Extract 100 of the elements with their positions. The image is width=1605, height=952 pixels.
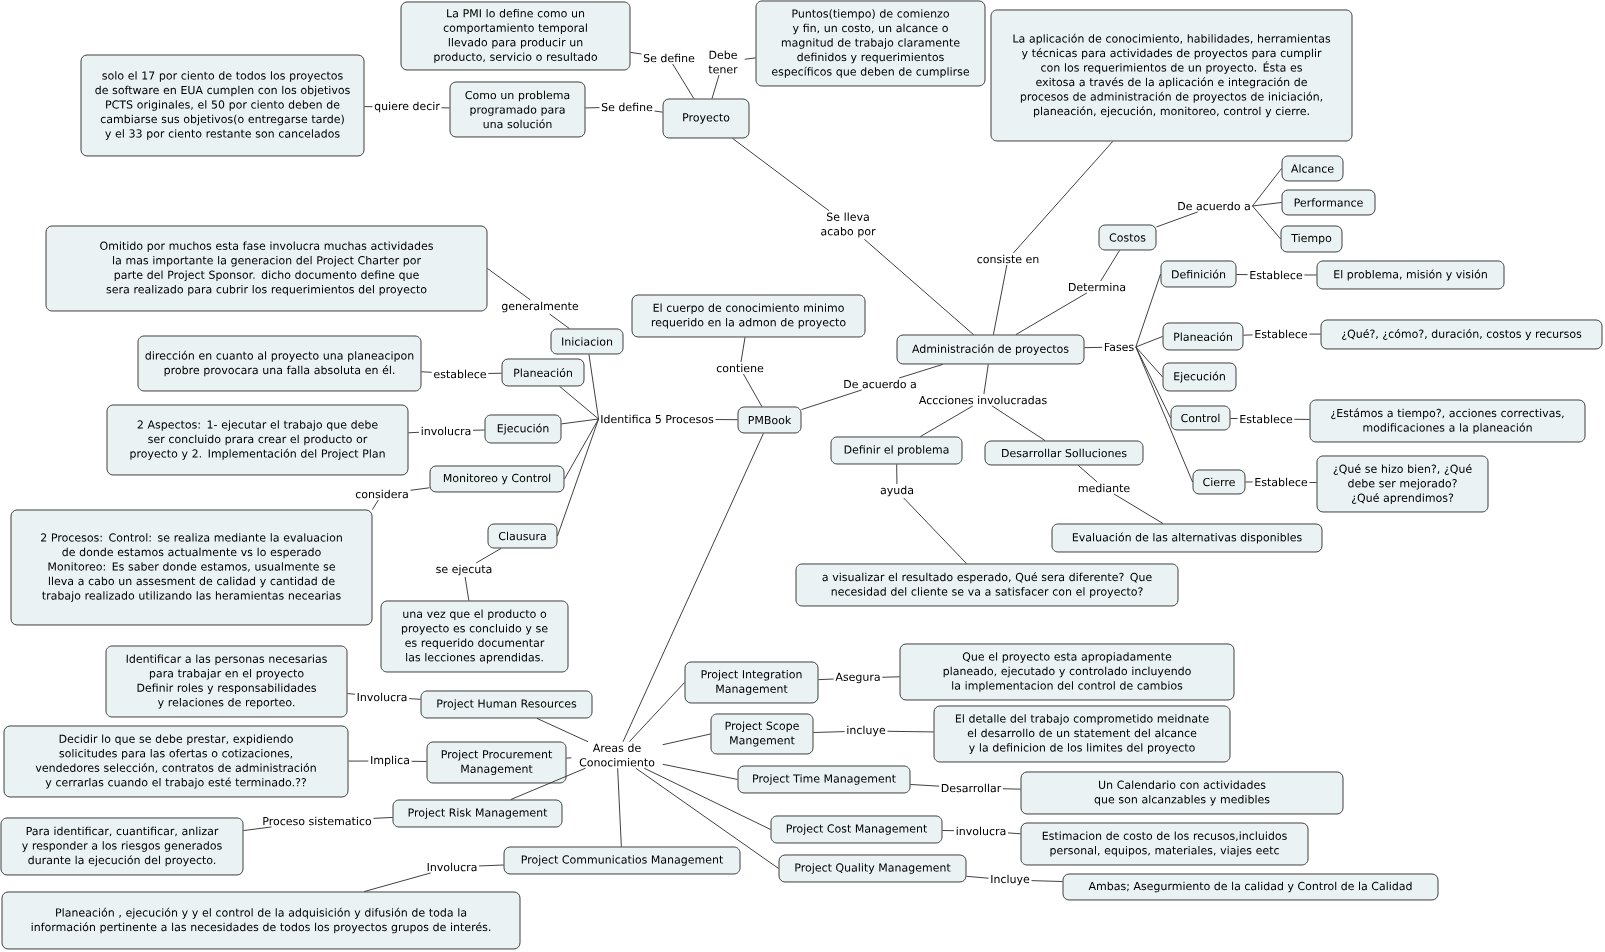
- link-label: Accciones involucradas: [918, 395, 1047, 405]
- connector-line: [662, 763, 738, 780]
- concept-box: Planeación , ejecución y y el control de la adquisición y difusión de toda la información pertinente a las necesidades de todos los proyectos grupos de interés.: [1, 891, 521, 950]
- link-label: Debe tener: [708, 50, 738, 74]
- concept-box: Definición: [1160, 260, 1237, 288]
- connector-line: [1077, 465, 1098, 483]
- connector-line: [711, 74, 720, 99]
- link-label: De acuerdo a: [1178, 201, 1250, 211]
- connector-line: [410, 487, 430, 491]
- concept-box: Control: [1170, 405, 1231, 431]
- connector-line: [630, 51, 642, 55]
- concept-box: Evaluación de las alternativas disponibles: [1051, 523, 1323, 553]
- link-label: Se define: [601, 102, 653, 112]
- connector-line: [441, 107, 450, 109]
- link-label: Determina: [1069, 282, 1126, 292]
- connector-line: [732, 138, 830, 212]
- concept-box: Identificar a las personas necesarias para trabajar en el proyecto Definir roles y responsabilidades y relaciones de reporteo.: [105, 645, 348, 718]
- link-label: considera: [355, 489, 408, 499]
- link-label: ayuda: [880, 485, 913, 497]
- concept-box: Cierre: [1192, 469, 1246, 495]
- link-label: Identifica 5 Procesos: [601, 414, 714, 424]
- connector-line: [243, 826, 272, 832]
- link-label: quiere decir: [374, 101, 440, 113]
- connector-line: [536, 717, 589, 743]
- link-label: se ejecuta: [436, 564, 492, 576]
- link-label: establece: [434, 369, 486, 379]
- connector-line: [942, 830, 955, 832]
- connector-line: [1007, 832, 1021, 835]
- concept-box: Proyecto: [662, 98, 750, 139]
- connector-line: [992, 264, 1008, 335]
- connector-line: [983, 364, 989, 395]
- concept-box: Project Risk Management: [392, 799, 563, 828]
- concept-box: Para identificar, cuantificar, anlizar y responder a los riesgos generados durante la ejecución del proyecto.: [0, 817, 244, 876]
- connector-line: [672, 63, 695, 99]
- concept-box: La aplicación de conocimiento, habilidades, herramientas y técnicas para actividades de proyectos para cumplir con los requerimientos de un proyecto. Ésta es exitosa a través de la aplicación e integración de procesos de administración de proyectos de iniciación, planeación, ejecución, monitoreo, control y cierre.: [990, 9, 1353, 142]
- concept-box: Administración de proyectos: [896, 334, 1085, 365]
- connector-line: [863, 238, 974, 335]
- connector-line: [1031, 880, 1063, 882]
- connector-line: [363, 872, 432, 892]
- connector-line: [1252, 205, 1281, 240]
- connector-line: [472, 429, 485, 431]
- concept-box: ¿Estámos a tiempo?, acciones correctivas, modificaciones a la planeación: [1309, 399, 1586, 443]
- concept-box: Project Procurement Management: [426, 741, 567, 784]
- link-label: Proceso sistematico: [263, 816, 372, 826]
- link-label: Asegura: [835, 672, 880, 684]
- connector-line: [510, 767, 586, 800]
- link-label: incluye: [847, 725, 886, 737]
- concept-box: Ejecución: [484, 414, 562, 444]
- connector-line: [635, 767, 779, 869]
- link-label: Involucra: [427, 862, 477, 872]
- concept-box: El detalle del trabajo comprometido meidnate el desarrollo de un statement del alcance y la definicion de los limites del proyecto: [933, 705, 1231, 763]
- concept-box: Ambas; Asegurmiento de la calidad y Control de la Calidad: [1062, 873, 1439, 901]
- connector-line: [1002, 788, 1021, 790]
- link-label: Implica: [371, 755, 409, 767]
- connector-line: [801, 389, 863, 411]
- connector-line: [881, 676, 900, 678]
- link-label: Se define: [643, 53, 695, 63]
- connector-line: [487, 268, 531, 301]
- connector-line: [1084, 346, 1103, 349]
- link-label: Establece: [1255, 329, 1308, 339]
- concept-box: ¿Qué se hizo bien?, ¿Qué debe ser mejorado? ¿Qué aprendimos?: [1316, 455, 1489, 513]
- link-label: Incluye: [991, 874, 1030, 886]
- concept-box: una vez que el producto o proyecto es concluido y se es requerido documentar las lecciones aprendidas.: [380, 600, 569, 673]
- link-label: consiste en: [977, 254, 1039, 264]
- link-label: Establece: [1255, 477, 1308, 487]
- connector-line: [421, 371, 433, 373]
- connector-line: [1113, 493, 1164, 524]
- connector-line: [966, 875, 989, 879]
- link-label: De acuerdo a: [844, 379, 916, 389]
- connector-line: [1012, 141, 1114, 254]
- connector-line: [372, 499, 379, 510]
- concept-box: La PMI lo define como un comportamiento temporal llevado para producir un producto, servicio o resultado: [400, 1, 631, 71]
- connector-line: [408, 698, 421, 700]
- connector-line: [411, 760, 427, 762]
- concept-box: El problema, misión y visión: [1316, 260, 1505, 290]
- connector-line: [919, 405, 974, 437]
- connector-line: [364, 106, 373, 108]
- connector-line: [617, 767, 622, 847]
- link-label: Involucra: [357, 692, 407, 702]
- concept-box: Clausura: [487, 523, 558, 549]
- connector-line: [903, 497, 967, 564]
- connector-line: [1293, 418, 1310, 420]
- connector-line: [1245, 481, 1254, 483]
- connector-line: [464, 576, 470, 601]
- concept-box: Planeación: [501, 358, 585, 387]
- connector-line: [348, 760, 369, 762]
- connector-line: [1308, 333, 1321, 335]
- link-label: Establece: [1240, 414, 1293, 424]
- connector-line: [662, 733, 711, 746]
- link-label: Se lleva acabo por: [821, 212, 876, 238]
- connector-line: [1015, 292, 1088, 335]
- link-label: Establece: [1250, 270, 1303, 280]
- link-label: involucra: [421, 426, 471, 436]
- connector-line: [408, 431, 420, 434]
- connector-line: [744, 57, 756, 60]
- connector-line: [373, 817, 393, 819]
- link-label: mediante: [1078, 483, 1130, 493]
- connector-line: [1230, 418, 1239, 419]
- connector-line: [715, 419, 738, 421]
- connector-line: [559, 386, 599, 420]
